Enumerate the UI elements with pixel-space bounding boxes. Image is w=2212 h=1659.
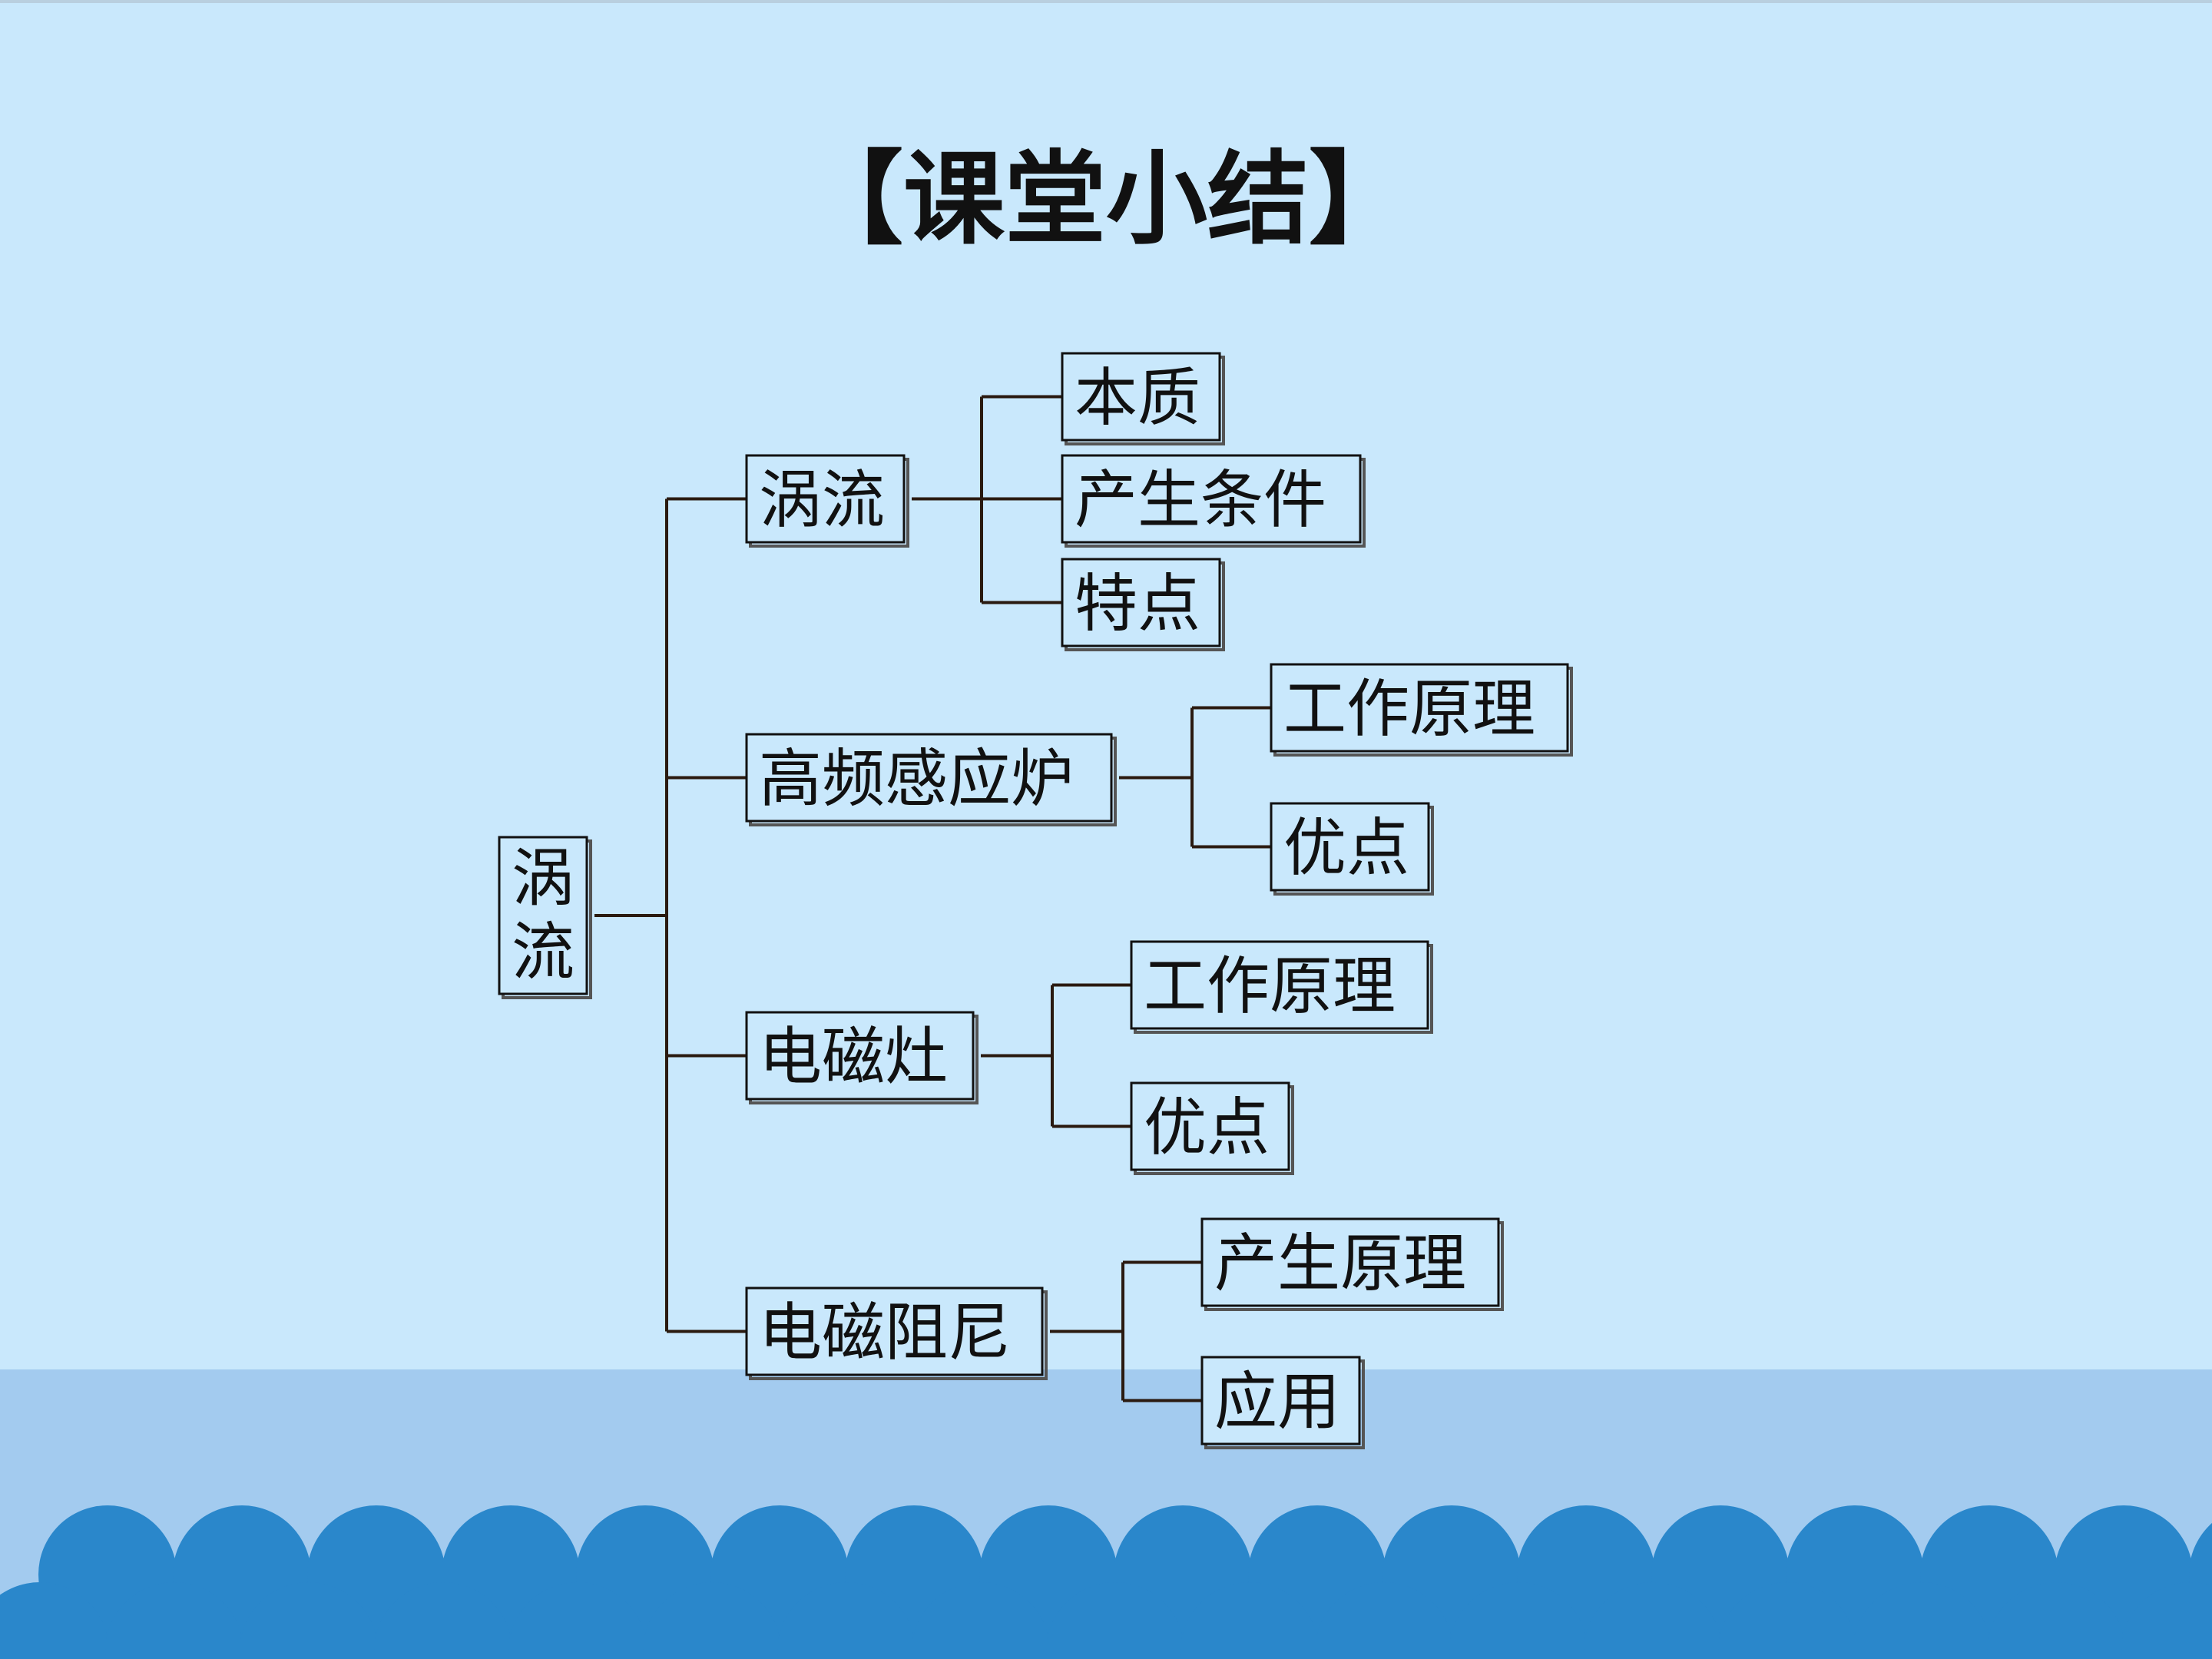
wave-scallop (105, 1582, 243, 1659)
wave-scallop (1449, 1582, 1588, 1659)
leaf-node-label: 优点 (1283, 812, 1409, 885)
level1-node: 高频感应炉 (745, 733, 1117, 826)
wave-scallop (643, 1582, 781, 1659)
leaf-node: 优点 (1270, 802, 1434, 896)
wave-scallop (374, 1582, 512, 1659)
level1-node: 涡流 (745, 454, 909, 548)
wave-scallop (912, 1582, 1050, 1659)
leaf-node-label: 产生原理 (1214, 1227, 1466, 1300)
leaf-node: 产生原理 (1200, 1217, 1504, 1311)
leaf-node-label: 本质 (1075, 362, 1200, 435)
wave-scallop (1718, 1582, 1856, 1659)
leaf-node-label: 工作原理 (1283, 673, 1535, 746)
leaf-node: 特点 (1061, 558, 1225, 651)
wave-scallop (2121, 1582, 2212, 1659)
level1-node-label: 高频感应炉 (759, 743, 1074, 816)
level1-node: 电磁阻尼 (745, 1286, 1048, 1380)
wave-decoration (0, 1505, 2212, 1659)
root-node-char: 涡 (512, 843, 575, 916)
leaf-node-label: 特点 (1075, 568, 1200, 641)
wave-scallop (1987, 1582, 2125, 1659)
leaf-node-label: 优点 (1144, 1091, 1270, 1164)
root-node: 涡流 (498, 836, 592, 999)
leaf-node: 应用 (1200, 1356, 1365, 1449)
leaf-node-label: 工作原理 (1144, 950, 1396, 1023)
top-border-line (0, 0, 2212, 3)
root-node-char: 流 (512, 916, 575, 989)
wave-scallop (777, 1582, 916, 1659)
wave-scallop (508, 1582, 647, 1659)
leaf-node: 工作原理 (1270, 663, 1573, 757)
leaf-node: 产生条件 (1061, 454, 1366, 548)
leaf-node: 优点 (1130, 1081, 1294, 1175)
wave-scallop (1315, 1582, 1453, 1659)
leaf-node-label: 产生条件 (1075, 464, 1326, 537)
wave-scallop (0, 1582, 109, 1659)
level1-node: 电磁灶 (745, 1011, 979, 1104)
wave-scallop (1046, 1582, 1184, 1659)
leaf-node: 工作原理 (1130, 940, 1433, 1034)
wave-scallop (1584, 1582, 1722, 1659)
level1-node-label: 电磁阻尼 (759, 1296, 1011, 1369)
wave-scallop (1853, 1582, 1991, 1659)
level1-node-label: 电磁灶 (759, 1021, 948, 1094)
leaf-node-label: 应用 (1214, 1366, 1340, 1439)
level1-node-label: 涡流 (759, 464, 885, 537)
slide-title: 【课堂小结】 (802, 140, 1410, 259)
wave-scallop (1181, 1582, 1319, 1659)
wave-scallop (240, 1582, 378, 1659)
leaf-node: 本质 (1061, 352, 1225, 445)
